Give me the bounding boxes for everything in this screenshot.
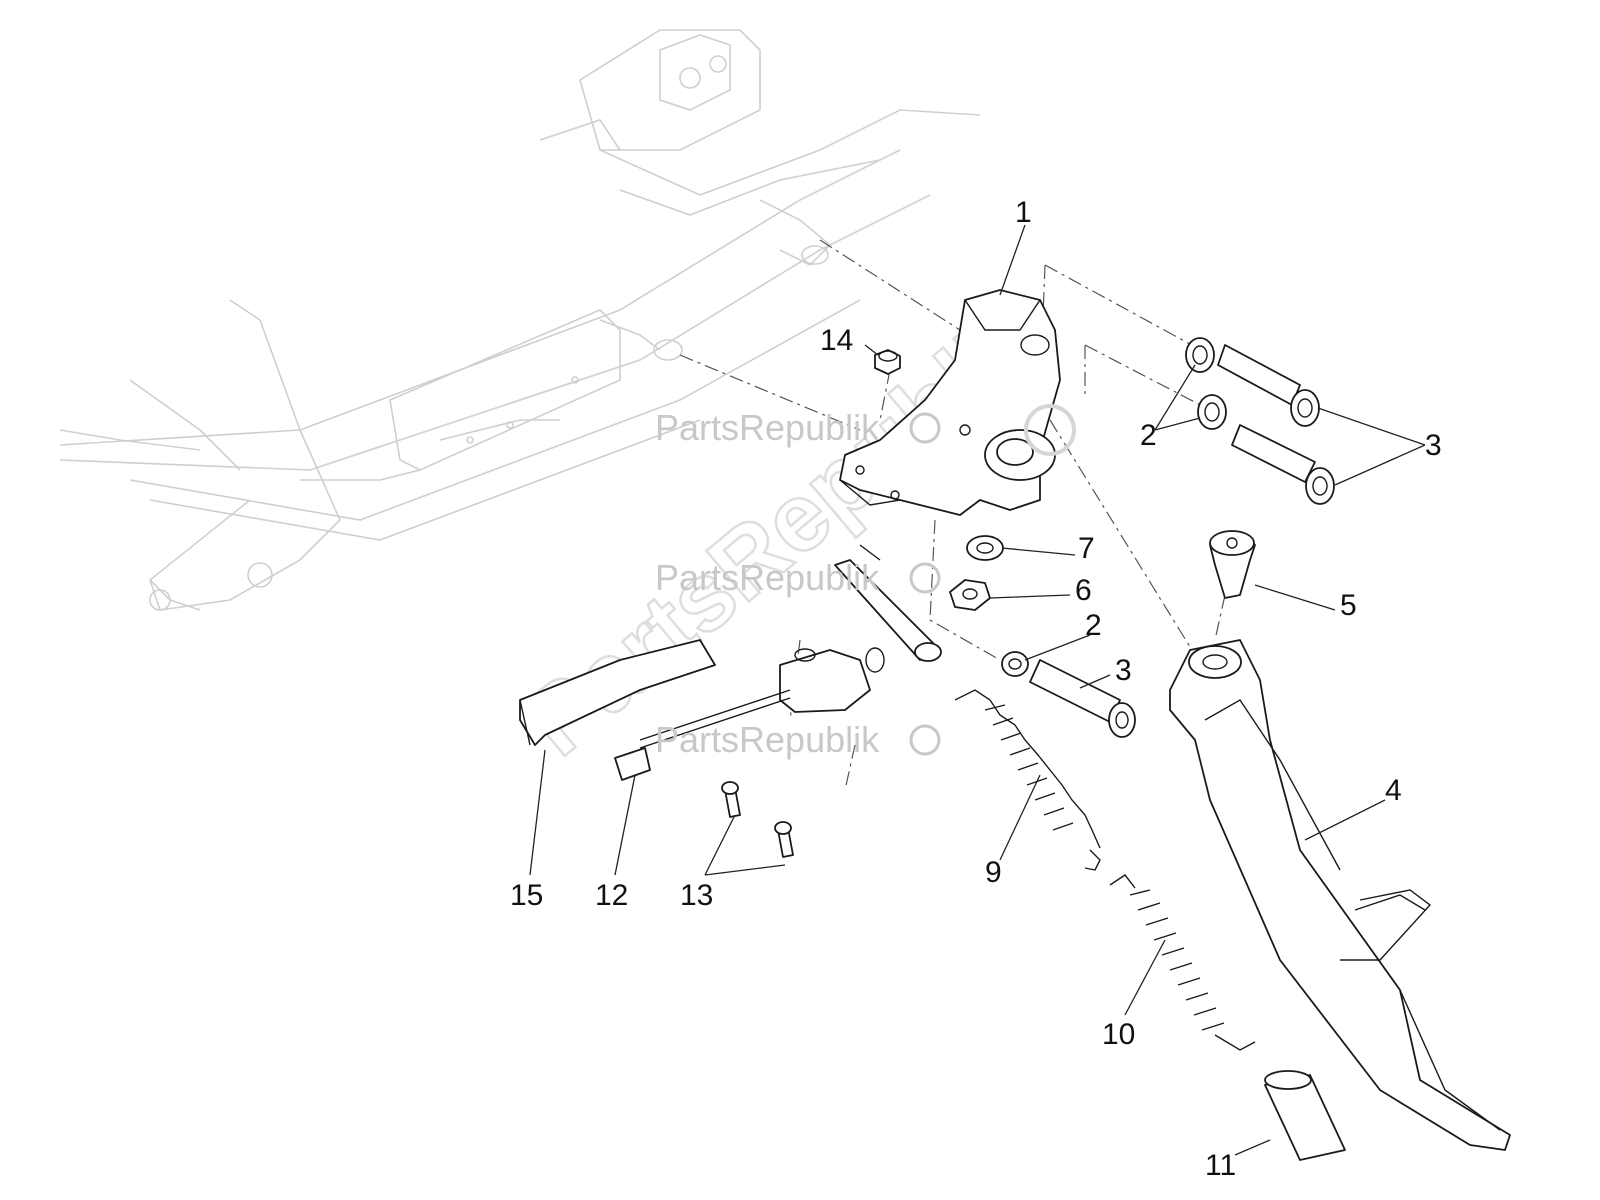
watermark-small-1: PartsRepublik (655, 407, 941, 448)
nut-14 (874, 349, 901, 375)
callout-13: 13 (680, 879, 713, 912)
callout-7: 7 (1078, 532, 1095, 565)
callout-14: 14 (820, 324, 853, 357)
callout-3-upper: 3 (1425, 429, 1442, 462)
bolt-3-lower (1029, 659, 1136, 738)
watermark-gear-icon-large (1024, 404, 1076, 456)
callout-15: 15 (510, 879, 543, 912)
watermark-gear-large (1024, 404, 1076, 456)
watermark-small-3: PartsRepublik (655, 719, 941, 760)
leader-lines (529, 224, 1426, 1156)
callouts: 1 2 2 3 3 4 5 6 7 9 10 11 12 13 14 15 (510, 196, 1442, 1182)
tube-15 (519, 639, 716, 746)
callout-9: 9 (985, 856, 1002, 889)
spring-9 (954, 689, 1101, 871)
watermark-gear-icon-1 (909, 412, 941, 444)
screw-13-b (774, 821, 794, 858)
washer-7 (966, 535, 1004, 561)
watermark-text-3: PartsRepublik (655, 719, 880, 760)
callout-12: 12 (595, 879, 628, 912)
callout-2-lower: 2 (1085, 609, 1102, 642)
washer-2-upper-a (1185, 337, 1215, 373)
hex-nut-6 (949, 579, 991, 611)
watermark-gear-icon-2 (909, 562, 941, 594)
stand-bracket (839, 289, 1061, 516)
washer-2-lower (1001, 651, 1029, 677)
lever-arm (834, 544, 942, 662)
screw-13-a (721, 781, 741, 818)
callout-5: 5 (1340, 589, 1357, 622)
watermark-small-2: PartsRepublik (655, 557, 941, 598)
watermark-text-2: PartsRepublik (655, 557, 880, 598)
pivot-bolt-5 (1209, 530, 1256, 599)
bolt-3-upper-a (1217, 344, 1320, 427)
washer-2-upper-b (1197, 394, 1227, 430)
callout-2-upper: 2 (1140, 419, 1157, 452)
callout-11: 11 (1205, 1149, 1236, 1182)
switch-12 (614, 647, 885, 781)
watermark-gear-icon-3 (909, 724, 941, 756)
watermark-text-1: PartsRepublik (655, 407, 880, 448)
callout-10: 10 (1102, 1018, 1135, 1051)
spring-10 (1109, 874, 1256, 1051)
sleeve-11 (1264, 1070, 1346, 1161)
callout-3-lower: 3 (1115, 654, 1132, 687)
callout-6: 6 (1075, 574, 1092, 607)
scooter-frame (59, 29, 981, 611)
side-stand-4 (1169, 639, 1511, 1151)
callout-4: 4 (1385, 774, 1402, 807)
callout-1: 1 (1015, 196, 1032, 229)
bolt-3-upper-b (1231, 424, 1335, 505)
